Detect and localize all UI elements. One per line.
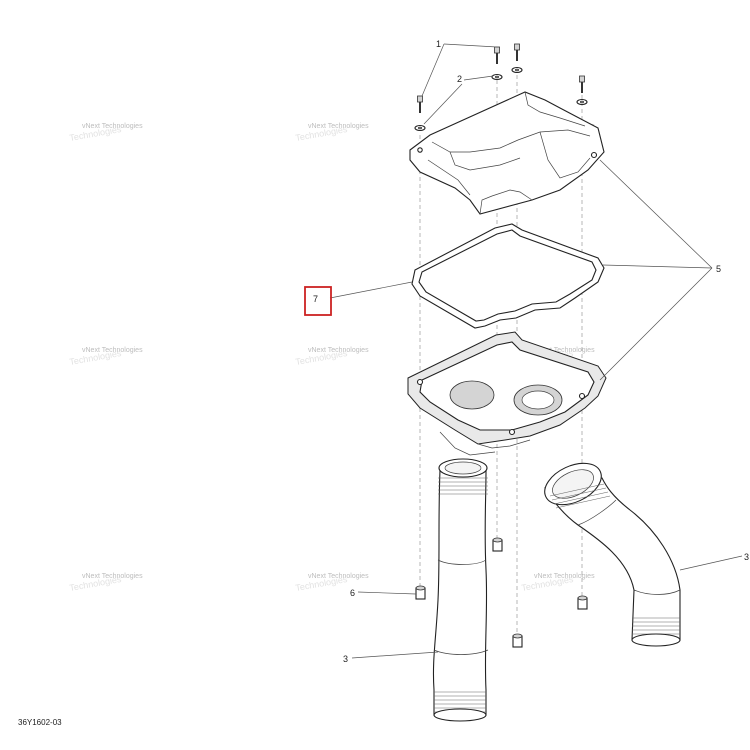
- watermark: vNext Technologies Technologies: [69, 573, 143, 593]
- watermark: vNext Technologies Technologies: [521, 573, 595, 593]
- screw: [417, 95, 423, 113]
- leader-3b: [679, 555, 743, 571]
- leader-5c: [599, 267, 713, 381]
- watermark: vNext Technologies Technologies: [69, 123, 143, 143]
- callout-5[interactable]: 5: [716, 264, 721, 274]
- leader-7: [329, 281, 413, 299]
- watermark-text: vNext Technologies: [534, 573, 595, 580]
- callout-6[interactable]: 6: [350, 588, 355, 598]
- screw: [494, 46, 500, 64]
- callout-labels: 1 2 5 7 6 3 3: [313, 39, 749, 664]
- leader-lines: [329, 43, 743, 659]
- leader-2a: [463, 75, 494, 81]
- washers-part-2: [414, 66, 588, 132]
- callout-1[interactable]: 1: [436, 39, 441, 49]
- callout-7[interactable]: 7: [313, 294, 318, 304]
- bushing: [512, 633, 523, 648]
- callout-3-left[interactable]: 3: [343, 654, 348, 664]
- leader-1a: [443, 43, 498, 48]
- screw: [514, 43, 520, 61]
- bushing: [492, 537, 503, 552]
- leader-5a: [599, 159, 713, 269]
- leader-6: [357, 591, 417, 595]
- watermark-text: vNext Technologies: [82, 347, 143, 354]
- thread-band: [434, 477, 488, 713]
- callout-2[interactable]: 2: [457, 74, 462, 84]
- watermark-text: vNext Technologies: [308, 123, 369, 130]
- watermark: vNext Technologies Technologies: [69, 347, 143, 367]
- watermark: vNext Technologies Technologies: [295, 573, 369, 593]
- bushing: [415, 585, 426, 600]
- air-box-base: [407, 331, 607, 456]
- watermark: vNext Technologies Technologies: [295, 123, 369, 143]
- diagram-code: 36Y1602-03: [18, 718, 62, 727]
- callout-3-right[interactable]: 3: [744, 552, 749, 562]
- watermark-text: vNext Technologies: [534, 347, 595, 354]
- leader-2b: [423, 83, 463, 125]
- watermark-text: vNext Technologies: [308, 347, 369, 354]
- gasket: [411, 223, 605, 329]
- callout-7-highlight-box: [304, 286, 332, 316]
- watermark-text: vNext Technologies: [308, 573, 369, 580]
- thread-band: [549, 483, 680, 639]
- watermark: vNext Technologies Technologies: [295, 347, 369, 367]
- bushings-part-6: [415, 537, 588, 648]
- intake-tube-left: [432, 458, 489, 722]
- bushing: [577, 595, 588, 610]
- watermark-text: vNext Technologies: [82, 123, 143, 130]
- watermark-text: vNext Technologies: [82, 573, 143, 580]
- air-box-cover: [409, 91, 605, 215]
- leader-5b: [602, 264, 713, 269]
- intake-tube-right: [544, 462, 681, 647]
- leader-1b: [421, 43, 445, 97]
- leader-3a: [351, 651, 439, 659]
- screw: [579, 75, 585, 93]
